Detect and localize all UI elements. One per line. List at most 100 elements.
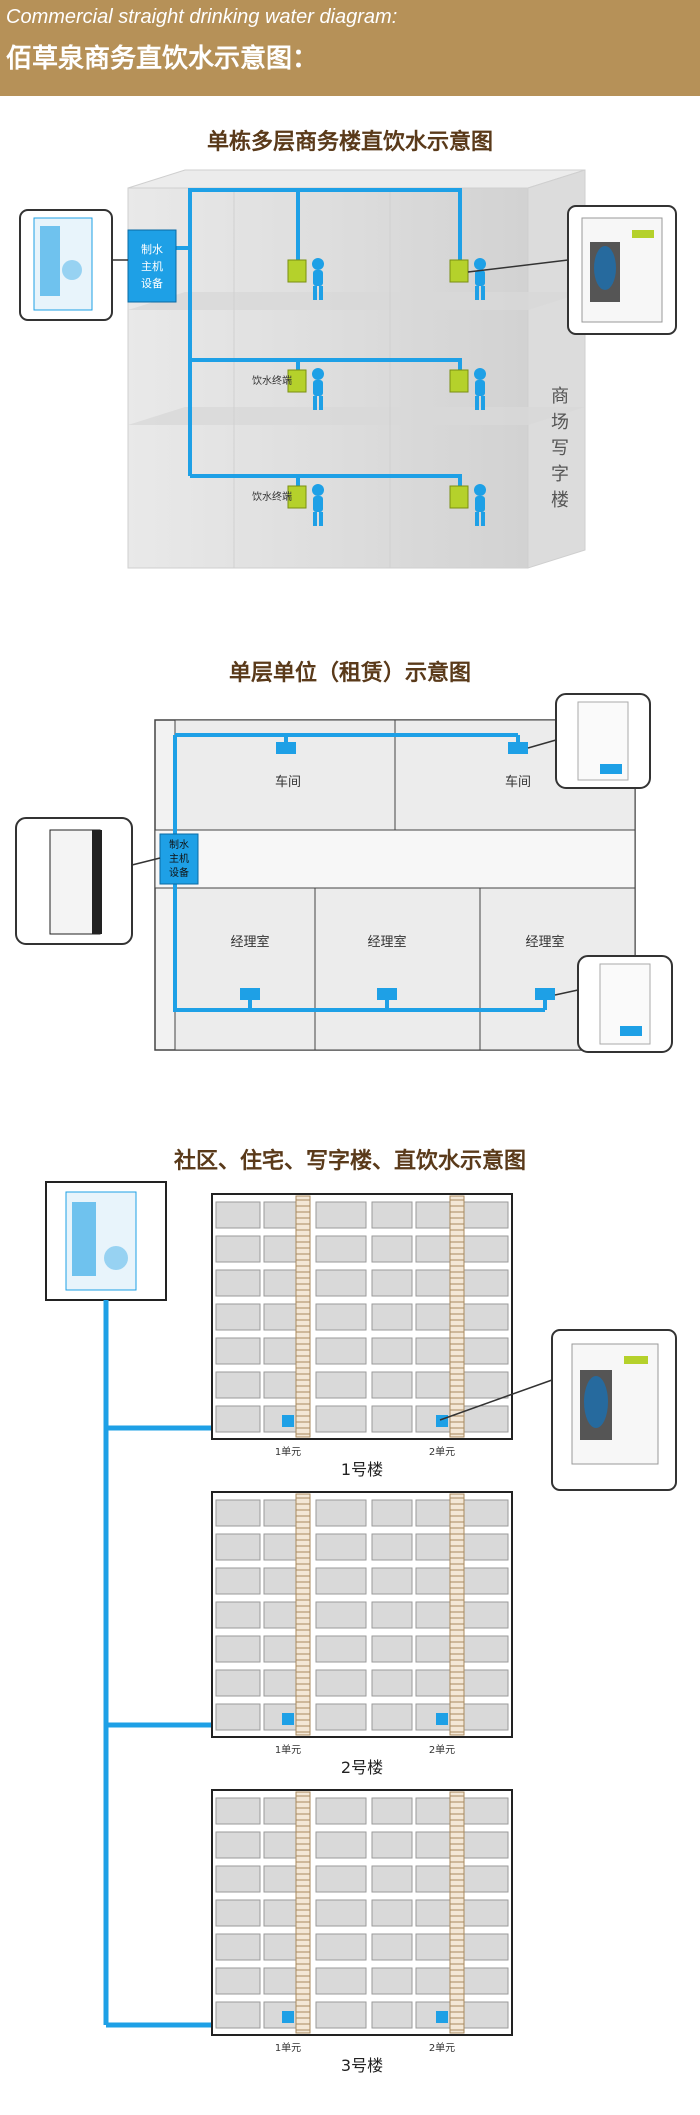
unit-label: 2单元	[429, 1744, 455, 1756]
stairwell	[295, 1493, 311, 1736]
apartment-cell	[215, 1601, 261, 1629]
apartment-cell	[215, 1405, 261, 1433]
single-floor-diagram: 制水 主机 设备 车间 车间 经理室 经理室 经理室	[15, 693, 673, 1053]
apartment-cell	[315, 1899, 367, 1927]
building-label-char4: 字	[551, 464, 569, 485]
floor-equipment-box	[159, 833, 199, 885]
floor-equipment-line1: 制水	[169, 838, 189, 851]
apartment-cell	[215, 1201, 261, 1229]
apartment-cell	[215, 1337, 261, 1365]
apartment-cell	[371, 1499, 413, 1527]
equipment-label-line1: 制水	[141, 243, 163, 256]
building-label-char5: 楼	[551, 490, 569, 511]
apartment-cell	[463, 1831, 509, 1859]
apartment-cell	[463, 1337, 509, 1365]
apartment-cell	[215, 1371, 261, 1399]
header-title-en: Commercial straight drinking water diagr…	[6, 6, 398, 28]
apartment-cell	[215, 1499, 261, 1527]
building-label-char3: 写	[551, 438, 569, 459]
apartment-cell	[315, 1533, 367, 1561]
apartment-cell	[215, 1967, 261, 1995]
apartment-cell	[371, 1797, 413, 1825]
drinking-terminals	[287, 259, 469, 509]
apartment-cell	[315, 2001, 367, 2029]
stairwell	[449, 1791, 465, 2034]
apartment-cell	[371, 1865, 413, 1893]
apartment-cell	[315, 1865, 367, 1893]
unit-riser-point	[282, 1713, 294, 1725]
room-label-manager-2: 经理室	[367, 934, 406, 950]
apartment-cell	[463, 1303, 509, 1331]
unit-label: 1单元	[275, 1744, 301, 1756]
apartment-cell	[215, 1635, 261, 1663]
apartment-cell	[463, 1533, 509, 1561]
terminal-points	[240, 742, 555, 1000]
apartment-cell	[463, 1797, 509, 1825]
apartment-cell	[371, 1201, 413, 1229]
apartment-cell	[215, 1269, 261, 1297]
room-label-workshop-1: 车间	[275, 774, 301, 790]
unit-riser-point	[436, 2011, 448, 2023]
apartment-cell	[463, 1703, 509, 1731]
apartment-cell	[371, 1269, 413, 1297]
stairwell	[295, 1195, 311, 1438]
unit-label: 1单元	[275, 2042, 301, 2054]
equipment-label-line3: 设备	[141, 276, 163, 290]
apartment-cell	[371, 1831, 413, 1859]
apartment-cell	[215, 1703, 261, 1731]
building-2: 1单元 2单元 2号楼	[211, 1491, 513, 1777]
apartment-cell	[371, 1405, 413, 1433]
apartment-cell	[215, 1933, 261, 1961]
terminal-label-floor2: 饮水终端	[252, 374, 292, 387]
apartment-cell	[371, 1635, 413, 1663]
apartment-cell	[371, 1235, 413, 1263]
equipment-label-line2: 主机	[141, 259, 163, 273]
header-title-cn: 佰草泉商务直饮水示意图：	[6, 44, 319, 74]
apartment-cell	[315, 1635, 367, 1663]
apartment-cell	[371, 1337, 413, 1365]
corridor	[154, 829, 636, 889]
room-label-workshop-2: 车间	[505, 774, 531, 790]
stairwell	[449, 1195, 465, 1438]
building-name-label: 3号楼	[341, 2056, 383, 2075]
apartment-cell	[315, 1933, 367, 1961]
section3-title: 社区、住宅、写字楼、直饮水示意图	[173, 1149, 526, 1174]
unit-riser-point	[436, 1415, 448, 1427]
apartment-cell	[215, 1865, 261, 1893]
page-header: Commercial straight drinking water diagr…	[0, 0, 700, 96]
floor-machine-image	[49, 829, 101, 935]
apartment-cell	[463, 1933, 509, 1961]
apartment-cell	[215, 1303, 261, 1331]
room-manager-1	[174, 887, 316, 1051]
unit-riser-point	[282, 1415, 294, 1427]
apartment-cell	[463, 1601, 509, 1629]
apartment-cell	[315, 1831, 367, 1859]
apartment-cell	[371, 1601, 413, 1629]
building-label-char1: 商	[551, 386, 569, 407]
room-label-manager-1: 经理室	[230, 934, 269, 950]
apartment-cell	[315, 1567, 367, 1595]
apartment-cell	[463, 1201, 509, 1229]
apartment-cell	[463, 1269, 509, 1297]
apartment-cell	[315, 1201, 367, 1229]
apartment-cell	[315, 1601, 367, 1629]
floor-equipment-line3: 设备	[169, 866, 189, 879]
apartment-cell	[371, 1899, 413, 1927]
unit-label: 2单元	[429, 2042, 455, 2054]
room-manager-2	[314, 887, 481, 1051]
unit-riser-point	[436, 1713, 448, 1725]
apartment-cell	[463, 1669, 509, 1697]
apartment-cell	[315, 1703, 367, 1731]
building-name-label: 2号楼	[341, 1758, 383, 1777]
apartment-cell	[315, 1405, 367, 1433]
apartment-cell	[463, 1635, 509, 1663]
apartment-cell	[463, 1499, 509, 1527]
room-label-manager-3: 经理室	[525, 934, 564, 950]
apartment-cell	[463, 1371, 509, 1399]
unit-label: 2单元	[429, 1446, 455, 1458]
apartment-cell	[463, 1899, 509, 1927]
apartment-cell	[315, 1967, 367, 1995]
